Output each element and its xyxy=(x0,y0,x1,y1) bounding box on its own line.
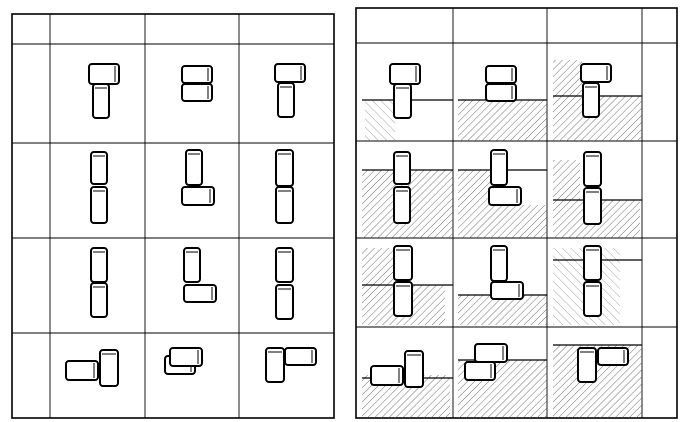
soil-region xyxy=(458,100,547,141)
block-right xyxy=(578,348,596,382)
block-left xyxy=(91,283,107,317)
block-right xyxy=(394,246,412,280)
block-right xyxy=(584,282,601,316)
block-right xyxy=(394,282,412,316)
block-left xyxy=(278,83,294,117)
block-right xyxy=(489,187,521,205)
block-right xyxy=(394,84,411,118)
block-right xyxy=(486,84,516,101)
block-right xyxy=(491,150,507,185)
block-left xyxy=(93,84,109,118)
block-left xyxy=(276,248,293,282)
block-left xyxy=(275,64,305,82)
block-left xyxy=(182,84,212,101)
block-right xyxy=(390,64,420,84)
block-left xyxy=(182,66,212,83)
block-left xyxy=(91,152,107,184)
block-left xyxy=(66,361,98,380)
block-right xyxy=(584,188,601,224)
block-left xyxy=(91,187,107,223)
block-left xyxy=(276,285,293,319)
block-left xyxy=(170,348,202,366)
block-left xyxy=(276,187,293,223)
block-right xyxy=(394,187,410,223)
block-right xyxy=(581,64,611,82)
block-left xyxy=(89,64,119,84)
block-left xyxy=(186,150,202,185)
block-left xyxy=(184,285,216,302)
soil-region xyxy=(365,100,395,141)
block-right xyxy=(583,83,599,117)
block-right xyxy=(584,246,601,280)
block-right xyxy=(584,152,601,186)
block-right xyxy=(371,366,403,385)
block-left xyxy=(100,350,118,386)
block-right xyxy=(598,348,628,365)
block-right xyxy=(475,344,507,362)
block-left xyxy=(285,348,316,365)
block-right xyxy=(491,246,507,281)
block-right xyxy=(405,351,423,387)
block-right xyxy=(394,152,410,184)
block-left xyxy=(266,348,284,382)
block-left xyxy=(276,150,293,186)
block-left xyxy=(182,187,214,205)
block-right xyxy=(465,362,495,380)
block-right xyxy=(486,66,516,83)
block-left xyxy=(91,248,107,282)
block-right xyxy=(491,282,523,299)
block-left xyxy=(184,248,200,282)
